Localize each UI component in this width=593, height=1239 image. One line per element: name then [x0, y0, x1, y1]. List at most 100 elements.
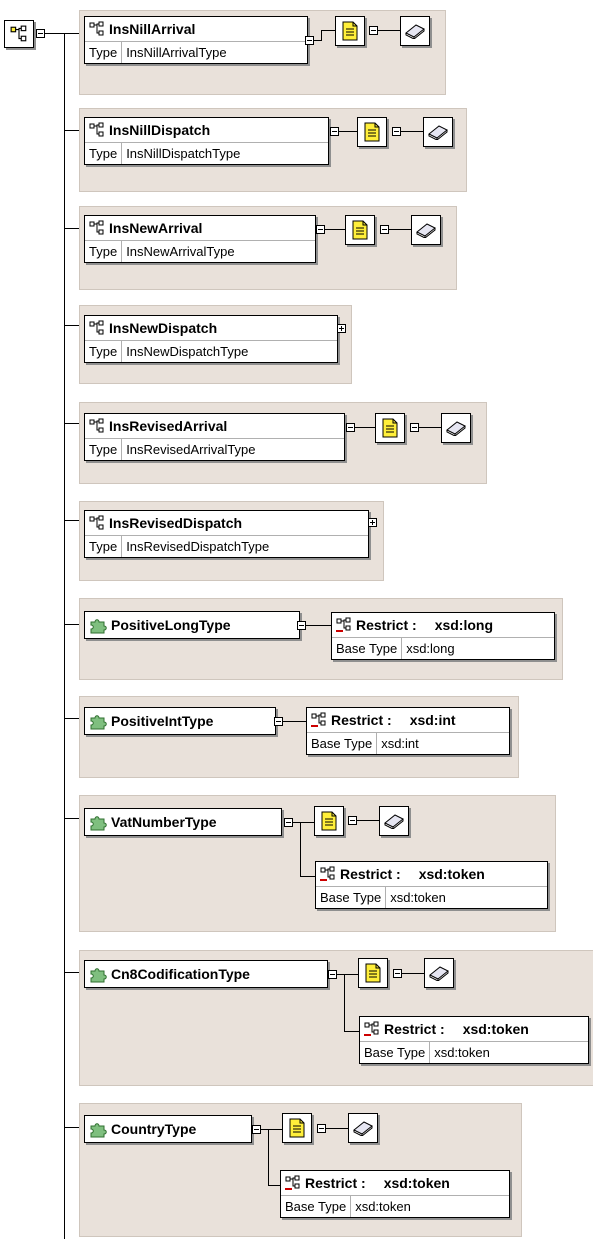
- base-type-value: xsd:token: [390, 890, 446, 905]
- element-name: InsNewArrival: [109, 220, 203, 236]
- documentation-box[interactable]: [441, 413, 471, 443]
- collapse-toggle[interactable]: [348, 816, 357, 825]
- collapse-toggle[interactable]: [274, 717, 283, 726]
- restriction-node[interactable]: Restrict : xsd:long Base Type xsd:long: [331, 612, 555, 660]
- type-value: InsNewDispatchType: [126, 344, 249, 359]
- element-node-insrevisedarrival[interactable]: InsRevisedArrival Type InsRevisedArrival…: [84, 413, 345, 461]
- collapse-toggle[interactable]: [346, 423, 355, 432]
- element-type-row: Type InsNillArrivalType: [85, 41, 307, 63]
- documentation-icon: [416, 223, 436, 238]
- element-icon: [89, 21, 105, 37]
- element-type-row: Type InsNillDispatchType: [85, 142, 328, 164]
- annotation-note-box[interactable]: [345, 215, 375, 245]
- simpletype-node-vatnumbertype[interactable]: VatNumberType: [84, 808, 282, 836]
- note-icon: [365, 963, 381, 983]
- element-icon: [89, 122, 105, 138]
- main-spine: [64, 33, 65, 1239]
- collapse-toggle[interactable]: [330, 127, 339, 136]
- collapse-toggle[interactable]: [297, 621, 306, 630]
- element-node-insnillarrival[interactable]: InsNillArrival Type InsNillArrivalType: [84, 16, 308, 64]
- restriction-header: Restrict : xsd:token: [281, 1171, 509, 1195]
- connector: [339, 131, 357, 132]
- connector: [300, 822, 314, 823]
- branch-connector: [64, 624, 79, 625]
- restrict-label: Restrict :: [356, 617, 417, 633]
- documentation-box[interactable]: [379, 806, 409, 836]
- connector: [293, 822, 301, 823]
- base-type-row: Base Type xsd:int: [307, 732, 509, 754]
- restriction-node[interactable]: Restrict : xsd:token Base Type xsd:token: [315, 861, 548, 909]
- connector: [306, 625, 331, 626]
- note-icon: [321, 811, 337, 831]
- annotation-note-box[interactable]: [358, 958, 388, 988]
- collapse-toggle[interactable]: [252, 1125, 261, 1134]
- element-type-row: Type InsNewDispatchType: [85, 340, 337, 362]
- simpletype-node-cn8codificationtype[interactable]: Cn8CodificationType: [84, 960, 328, 988]
- restriction-header: Restrict : xsd:long: [332, 613, 554, 637]
- collapse-toggle[interactable]: [316, 225, 325, 234]
- restriction-icon: [336, 617, 352, 633]
- element-icon: [89, 418, 105, 434]
- root-sequence-node[interactable]: [4, 20, 34, 48]
- element-node-insnewdispatch[interactable]: InsNewDispatch Type InsNewDispatchType: [84, 315, 338, 363]
- collapse-toggle[interactable]: [380, 225, 389, 234]
- collapse-toggle[interactable]: [410, 423, 419, 432]
- documentation-icon: [353, 1121, 373, 1136]
- collapse-toggle[interactable]: [392, 127, 401, 136]
- documentation-box[interactable]: [348, 1113, 378, 1143]
- collapse-toggle[interactable]: [317, 1124, 326, 1133]
- branch-connector: [64, 228, 79, 229]
- connector: [283, 721, 306, 722]
- documentation-icon: [428, 125, 448, 140]
- collapse-toggle[interactable]: [393, 969, 402, 978]
- simpletype-node-countrytype[interactable]: CountryType: [84, 1115, 252, 1143]
- connector: [325, 229, 345, 230]
- branch-connector: [64, 423, 79, 424]
- collapse-toggle[interactable]: [369, 26, 378, 35]
- root-collapse-toggle[interactable]: [36, 29, 45, 38]
- element-icon: [89, 515, 105, 531]
- type-value: InsRevisedDispatchType: [126, 539, 270, 554]
- base-type-key: Base Type: [332, 638, 403, 659]
- connector: [357, 820, 379, 821]
- annotation-note-box[interactable]: [375, 413, 405, 443]
- collapse-toggle[interactable]: [328, 970, 337, 979]
- branch-connector: [64, 325, 79, 326]
- connector: [402, 973, 424, 974]
- restriction-node[interactable]: Restrict : xsd:token Base Type xsd:token: [280, 1170, 510, 1218]
- note-icon: [342, 21, 358, 41]
- annotation-note-box[interactable]: [314, 806, 344, 836]
- element-node-insreviseddispatch[interactable]: InsRevisedDispatch Type InsRevisedDispat…: [84, 510, 369, 558]
- collapse-toggle[interactable]: [284, 818, 293, 827]
- simpletype-node-positiveinttype[interactable]: PositiveIntType: [84, 707, 276, 735]
- restrict-label: Restrict :: [384, 1021, 445, 1037]
- connector: [314, 40, 322, 41]
- sequence-icon: [10, 25, 28, 43]
- annotation-note-box[interactable]: [357, 117, 387, 147]
- element-name: InsNillDispatch: [109, 122, 211, 138]
- expand-toggle[interactable]: [368, 518, 377, 527]
- connector: [378, 30, 400, 31]
- documentation-box[interactable]: [423, 117, 453, 147]
- annotation-note-box[interactable]: [335, 16, 365, 46]
- element-node-insnilldispatch[interactable]: InsNillDispatch Type InsNillDispatchType: [84, 117, 329, 165]
- expand-toggle[interactable]: [337, 324, 346, 333]
- documentation-box[interactable]: [424, 958, 454, 988]
- element-type-row: Type InsRevisedArrivalType: [85, 438, 344, 460]
- restriction-node[interactable]: Restrict : xsd:token Base Type xsd:token: [359, 1016, 589, 1064]
- simpletype-name: Cn8CodificationType: [111, 966, 250, 982]
- element-node-insnewarrival[interactable]: InsNewArrival Type InsNewArrivalType: [84, 215, 316, 263]
- restriction-node[interactable]: Restrict : xsd:int Base Type xsd:int: [306, 707, 510, 755]
- type-key: Type: [85, 439, 123, 460]
- base-type-row: Base Type xsd:long: [332, 637, 554, 659]
- simpletype-node-positivelongtype[interactable]: PositiveLongType: [84, 611, 300, 639]
- annotation-note-box[interactable]: [282, 1113, 312, 1143]
- simpletype-name: PositiveLongType: [111, 617, 231, 633]
- documentation-box[interactable]: [411, 215, 441, 245]
- documentation-box[interactable]: [400, 16, 430, 46]
- collapse-toggle[interactable]: [305, 36, 314, 45]
- note-icon: [382, 418, 398, 438]
- restriction-header: Restrict : xsd:token: [316, 862, 547, 886]
- restrict-base: xsd:token: [383, 1175, 450, 1191]
- base-type-row: Base Type xsd:token: [316, 886, 547, 908]
